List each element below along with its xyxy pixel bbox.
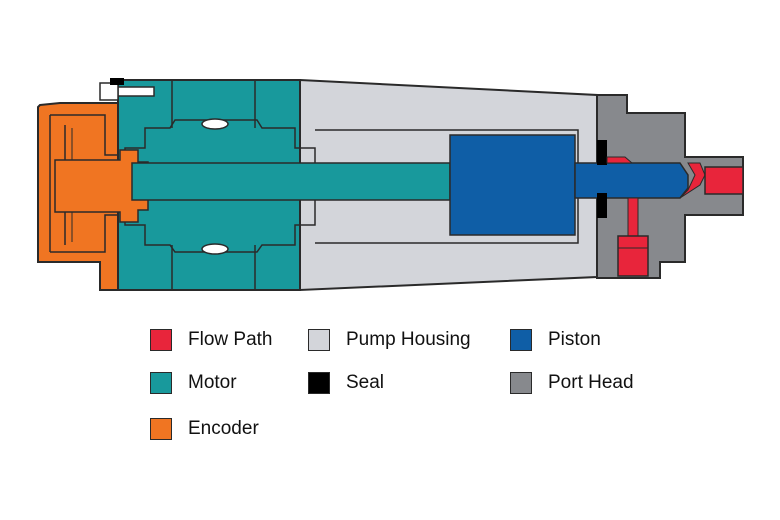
encoder-hub bbox=[54, 149, 149, 223]
piston-body bbox=[449, 134, 576, 236]
drive-shaft bbox=[131, 162, 451, 201]
flow-path-upper bbox=[606, 156, 634, 164]
flow-path-channel bbox=[607, 162, 706, 199]
mounting-screw-cap bbox=[110, 78, 124, 85]
motor-rotor-outline bbox=[124, 119, 316, 253]
piston-rod bbox=[574, 162, 689, 199]
motor-bearing-bottom bbox=[201, 243, 229, 255]
encoder-inner-frame bbox=[50, 114, 118, 156]
flow-path-outlet-fitting bbox=[704, 166, 744, 195]
flow-path-vertical-channel bbox=[627, 197, 639, 237]
mounting-screw-head bbox=[99, 82, 119, 101]
encoder-inner-frame-bottom bbox=[50, 214, 118, 253]
seal-lower bbox=[597, 193, 607, 218]
mounting-screw-shaft bbox=[117, 86, 155, 97]
flow-path-valve bbox=[617, 235, 649, 277]
seal-upper bbox=[597, 140, 607, 165]
motor-bearing-top bbox=[201, 118, 229, 130]
